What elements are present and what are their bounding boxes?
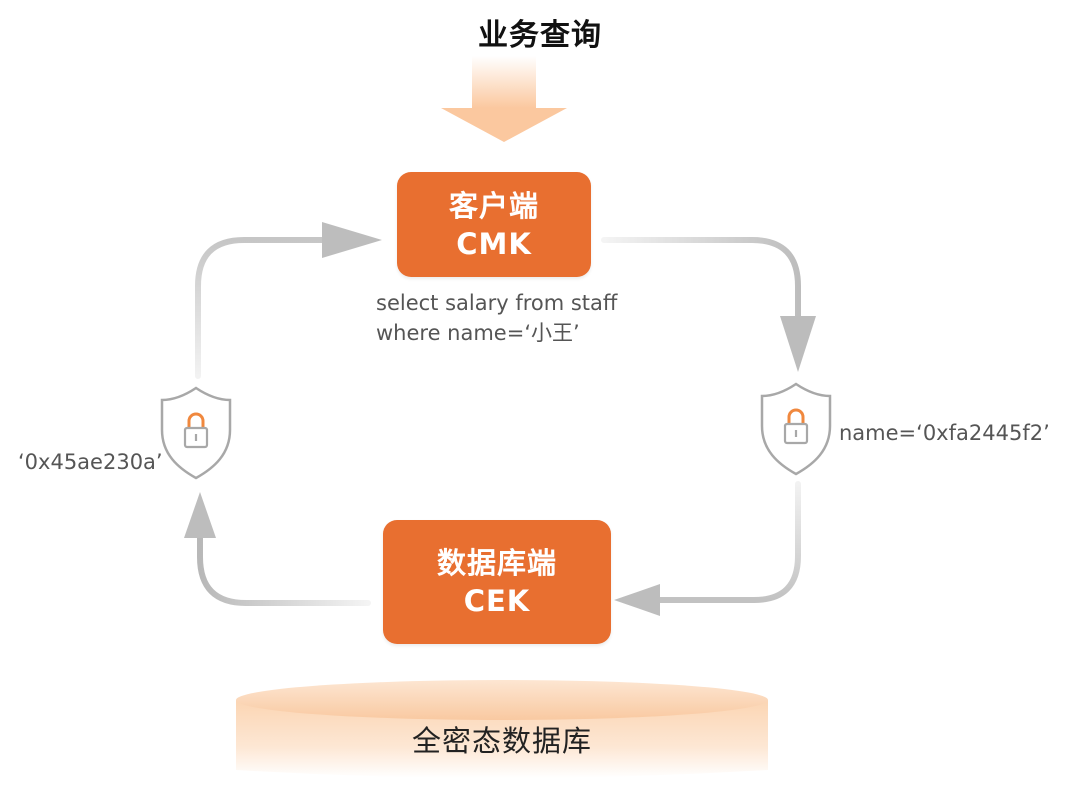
arrowhead-right-down [780, 316, 816, 372]
db-box-key: CEK [463, 584, 531, 618]
sql-line-1: select salary from staff [376, 291, 618, 315]
flow-arrow-right-to-db [647, 481, 801, 603]
sql-line-2: where name=‘小王’ [376, 321, 580, 345]
ciphertext-param: name=‘0xfa2445f2’ [839, 421, 1050, 445]
flow-arrow-left-to-client [195, 237, 341, 379]
sql-query: select salary from staff where name=‘小王’ [376, 288, 617, 348]
database-cek-box: 数据库端 CEK [383, 520, 611, 644]
database-label: 全密态数据库 [411, 724, 592, 758]
client-box-label: 客户端 [448, 188, 539, 223]
db-box-label: 数据库端 [436, 546, 557, 580]
shield-lock-icon [160, 386, 232, 480]
client-box-key: CMK [456, 226, 532, 261]
client-cmk-box: 客户端 CMK [397, 172, 591, 277]
arrowhead-right [322, 222, 382, 258]
down-arrow-icon [441, 56, 567, 142]
page-title: 业务查询 [478, 18, 602, 53]
flow-arrow-client-to-right [601, 237, 801, 333]
shield-lock-icon [760, 382, 832, 476]
ciphertext-result: ‘0x45ae230a’ [18, 450, 163, 474]
arrowhead-left [614, 584, 660, 616]
arrowhead-up [184, 492, 216, 538]
flow-arrow-db-to-left [197, 531, 371, 606]
database-cylinder [236, 680, 768, 778]
